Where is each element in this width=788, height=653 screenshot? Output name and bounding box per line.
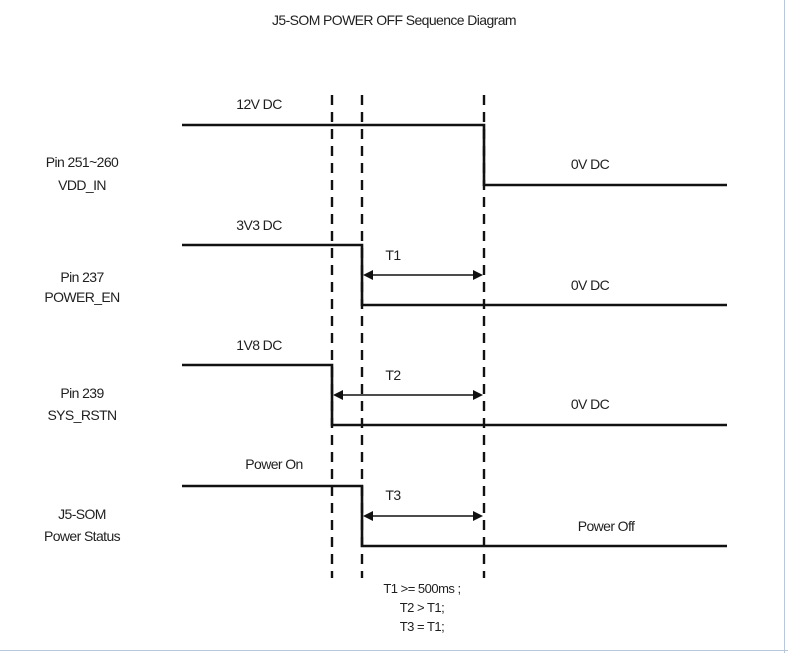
high-level-label-vdd-in: 12V DC xyxy=(236,96,282,112)
high-level-label-sys-rstn: 1V8 DC xyxy=(236,337,282,353)
low-level-label-power-status: Power Off xyxy=(578,518,635,534)
waveform-power-en xyxy=(182,243,727,307)
arrowhead-right-t2 xyxy=(473,390,483,400)
signal-name-label-power-status: Power Status xyxy=(44,528,121,544)
signal-name-label-power-en: POWER_EN xyxy=(44,289,119,305)
timing-note-t1: T1 >= 500ms ; xyxy=(383,581,460,596)
interval-label-t3: T3 xyxy=(385,487,401,503)
arrowhead-left-t1 xyxy=(363,270,373,280)
arrowhead-right-t3 xyxy=(473,511,483,521)
frame-border-bottom xyxy=(0,650,788,651)
signal-pin-label-power-status: J5-SOM xyxy=(58,506,106,522)
signal-pin-label-vdd-in: Pin 251~260 xyxy=(46,154,119,170)
interval-label-t2: T2 xyxy=(385,367,401,383)
signal-pin-label-sys-rstn: Pin 239 xyxy=(60,385,104,401)
signal-pin-label-power-en: Pin 237 xyxy=(60,269,104,285)
waveform-vdd-in xyxy=(182,123,727,187)
high-level-label-power-en: 3V3 DC xyxy=(236,217,282,233)
diagram-title: J5-SOM POWER OFF Sequence Diagram xyxy=(272,12,516,28)
low-level-label-vdd-in: 0V DC xyxy=(571,156,610,172)
waveform-sys-rstn xyxy=(182,363,727,427)
low-level-label-sys-rstn: 0V DC xyxy=(571,396,610,412)
signal-name-label-sys-rstn: SYS_RSTN xyxy=(47,407,116,423)
timing-note-t3: T3 = T1; xyxy=(400,619,445,634)
signal-name-label-vdd-in: VDD_IN xyxy=(58,177,106,193)
arrowhead-left-t3 xyxy=(363,511,373,521)
arrowhead-left-t2 xyxy=(333,390,343,400)
low-level-label-power-en: 0V DC xyxy=(571,277,610,293)
frame-border-right xyxy=(784,0,785,653)
timing-note-t2: T2 > T1; xyxy=(400,600,445,615)
interval-label-t1: T1 xyxy=(385,247,401,263)
high-level-label-power-status: Power On xyxy=(245,456,302,472)
waveform-power-status xyxy=(182,484,727,548)
arrowhead-right-t1 xyxy=(473,270,483,280)
